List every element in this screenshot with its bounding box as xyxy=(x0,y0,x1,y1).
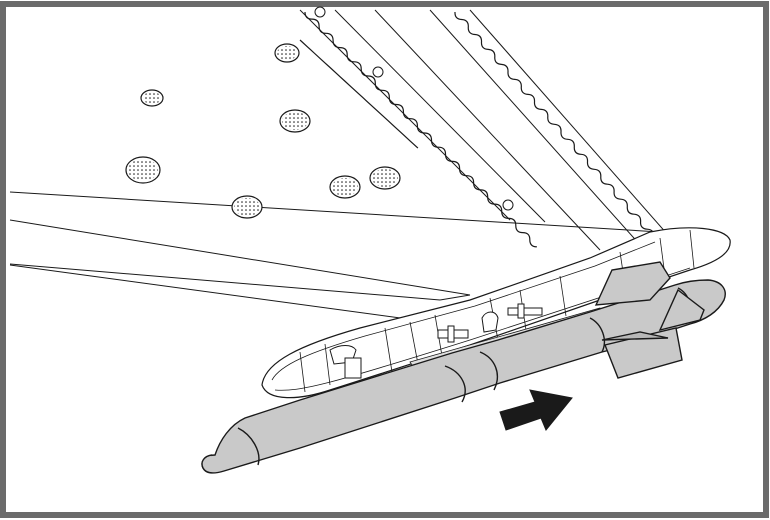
inspection-panel xyxy=(140,89,164,107)
inspection-panel xyxy=(329,175,361,199)
missile-lower-fin xyxy=(604,327,683,379)
direction-arrow xyxy=(499,389,573,431)
wing-underside xyxy=(9,9,691,323)
wing-access-holes xyxy=(314,6,514,211)
missile-upper-fin xyxy=(594,261,671,306)
inspection-panel xyxy=(274,43,300,63)
inspection-panel xyxy=(279,109,311,133)
inspection-panel xyxy=(125,156,161,184)
inspection-panels xyxy=(125,43,401,219)
inspection-panel xyxy=(231,195,263,219)
missile-nose xyxy=(201,454,213,469)
inspection-panel xyxy=(369,166,401,190)
wing-panel-seams xyxy=(299,11,655,248)
missile xyxy=(201,261,726,474)
missile-side-fin xyxy=(601,331,669,341)
missile-rear-fin xyxy=(658,288,705,332)
missile-body xyxy=(201,279,726,474)
